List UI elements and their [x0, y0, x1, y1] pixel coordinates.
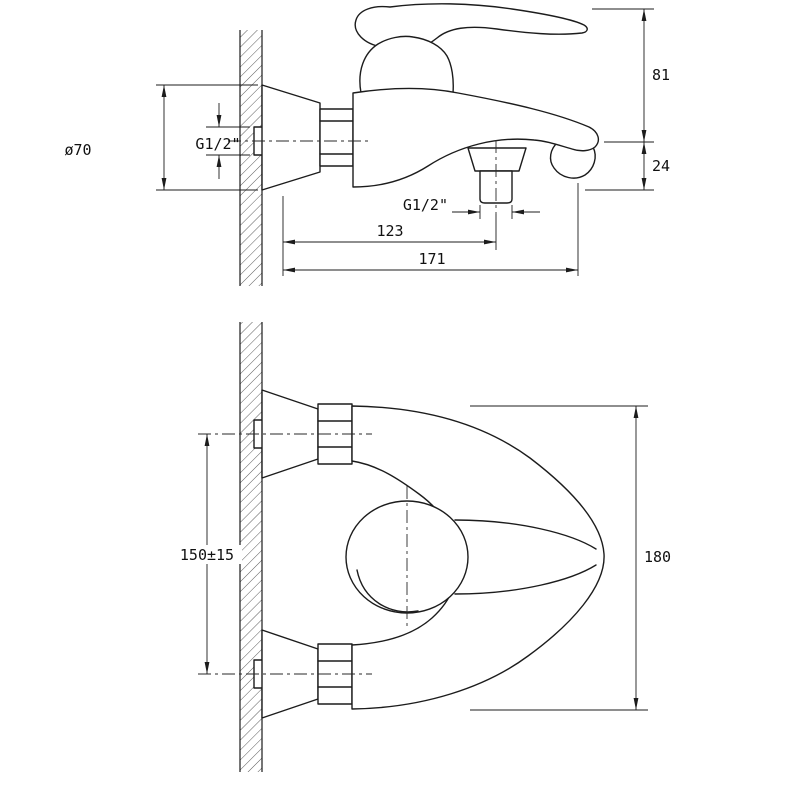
connection-nut-side: [319, 108, 354, 167]
dimension-wall-to-outlet: 123: [282, 196, 497, 276]
wall-hatch: [240, 30, 262, 286]
dim-label-body-height: 180: [644, 548, 671, 566]
dimension-inlet-spacing: 150±15: [172, 434, 242, 674]
spout-front-lines: [454, 519, 597, 595]
wall-section-side: [239, 30, 263, 286]
dim-label-wall-to-spout: 171: [418, 250, 445, 268]
dim-text-mask: [172, 545, 242, 564]
side-view: ø70 G1/2" 81 24 G1/2": [64, 3, 670, 286]
dimension-spout-drop: 24: [585, 142, 670, 191]
handle-detail-line: [356, 569, 419, 613]
dimension-wall-to-spout: 171: [283, 183, 579, 276]
dimension-inlet-thread: G1/2": [195, 103, 250, 179]
lever-handle: [354, 3, 588, 48]
cartridge-dome: [359, 35, 454, 94]
wall-hatch-front: [240, 322, 262, 772]
dim-label-spout-drop: 24: [652, 157, 670, 175]
dim-label-overall-height: 81: [652, 66, 670, 84]
wall-section-front: [239, 322, 263, 772]
front-view: 150±15 180: [172, 322, 671, 772]
dimension-body-height: 180: [470, 405, 671, 711]
dim-label-outlet-thread: G1/2": [403, 196, 448, 214]
faucet-body-spout: [352, 87, 600, 188]
shower-outlet: [467, 147, 527, 204]
dimension-flange-diameter: ø70: [64, 84, 258, 191]
escutcheon-side: [261, 84, 321, 191]
dim-label-inlet-spacing: 150±15: [180, 546, 234, 564]
dim-label-inlet-thread: G1/2": [195, 135, 240, 153]
dim-label-flange-diameter: ø70: [64, 141, 91, 159]
dim-label-wall-to-outlet: 123: [376, 222, 403, 240]
dimension-outlet-thread: G1/2": [403, 196, 540, 219]
